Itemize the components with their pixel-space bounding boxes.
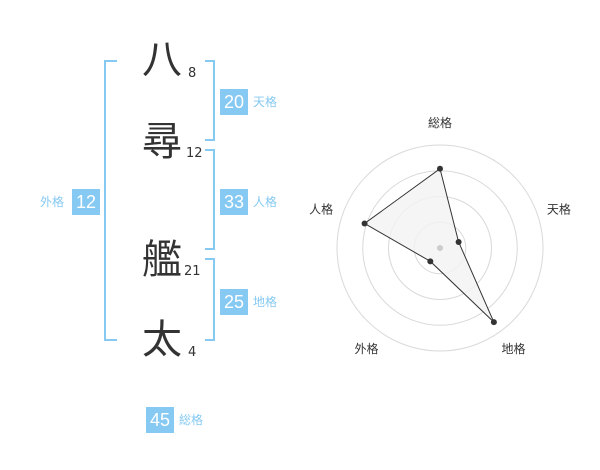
radar-point (437, 165, 443, 172)
name-char-1: 八 (142, 37, 182, 83)
tenkaku-bracket (205, 60, 215, 141)
gaikaku-value: 12 (72, 189, 100, 215)
chikaku-value: 25 (220, 289, 248, 315)
radar-axis-label: 外格 (355, 341, 379, 356)
soukaku-label: 総格 (179, 413, 204, 427)
name-char-4: 太 (142, 317, 182, 363)
name-char-3: 艦 (142, 237, 182, 283)
radar-axis-label: 総格 (428, 115, 452, 130)
radar-grid-ring (336, 144, 544, 352)
radar-point (455, 238, 462, 245)
soukaku-value: 45 (146, 407, 174, 433)
radar-point (490, 319, 497, 326)
radar-series-area (363, 167, 495, 323)
jinkaku-value: 33 (220, 189, 248, 215)
chikaku-label: 地格 (253, 295, 278, 309)
tenkaku-label: 天格 (253, 95, 278, 109)
radar-axis-label: 地格 (501, 341, 525, 356)
stroke-count-2: 12 (186, 146, 203, 161)
stroke-count-1: 8 (188, 66, 197, 81)
name-char-2: 尋 (142, 119, 182, 165)
jinkaku-label: 人格 (253, 195, 278, 209)
radar-axis-label: 人格 (309, 201, 333, 216)
radar-axis-label: 天格 (547, 201, 571, 216)
gaikaku-label: 外格 (40, 195, 65, 209)
stroke-count-4: 4 (188, 345, 197, 360)
tenkaku-value: 20 (220, 89, 248, 115)
stroke-count-3: 21 (184, 264, 201, 279)
radar-point (427, 258, 434, 265)
gaikaku-bracket (104, 60, 117, 341)
radar-center-dot (437, 245, 443, 251)
chikaku-bracket (205, 258, 215, 341)
radar-point (361, 220, 368, 227)
jinkaku-bracket (205, 149, 215, 250)
